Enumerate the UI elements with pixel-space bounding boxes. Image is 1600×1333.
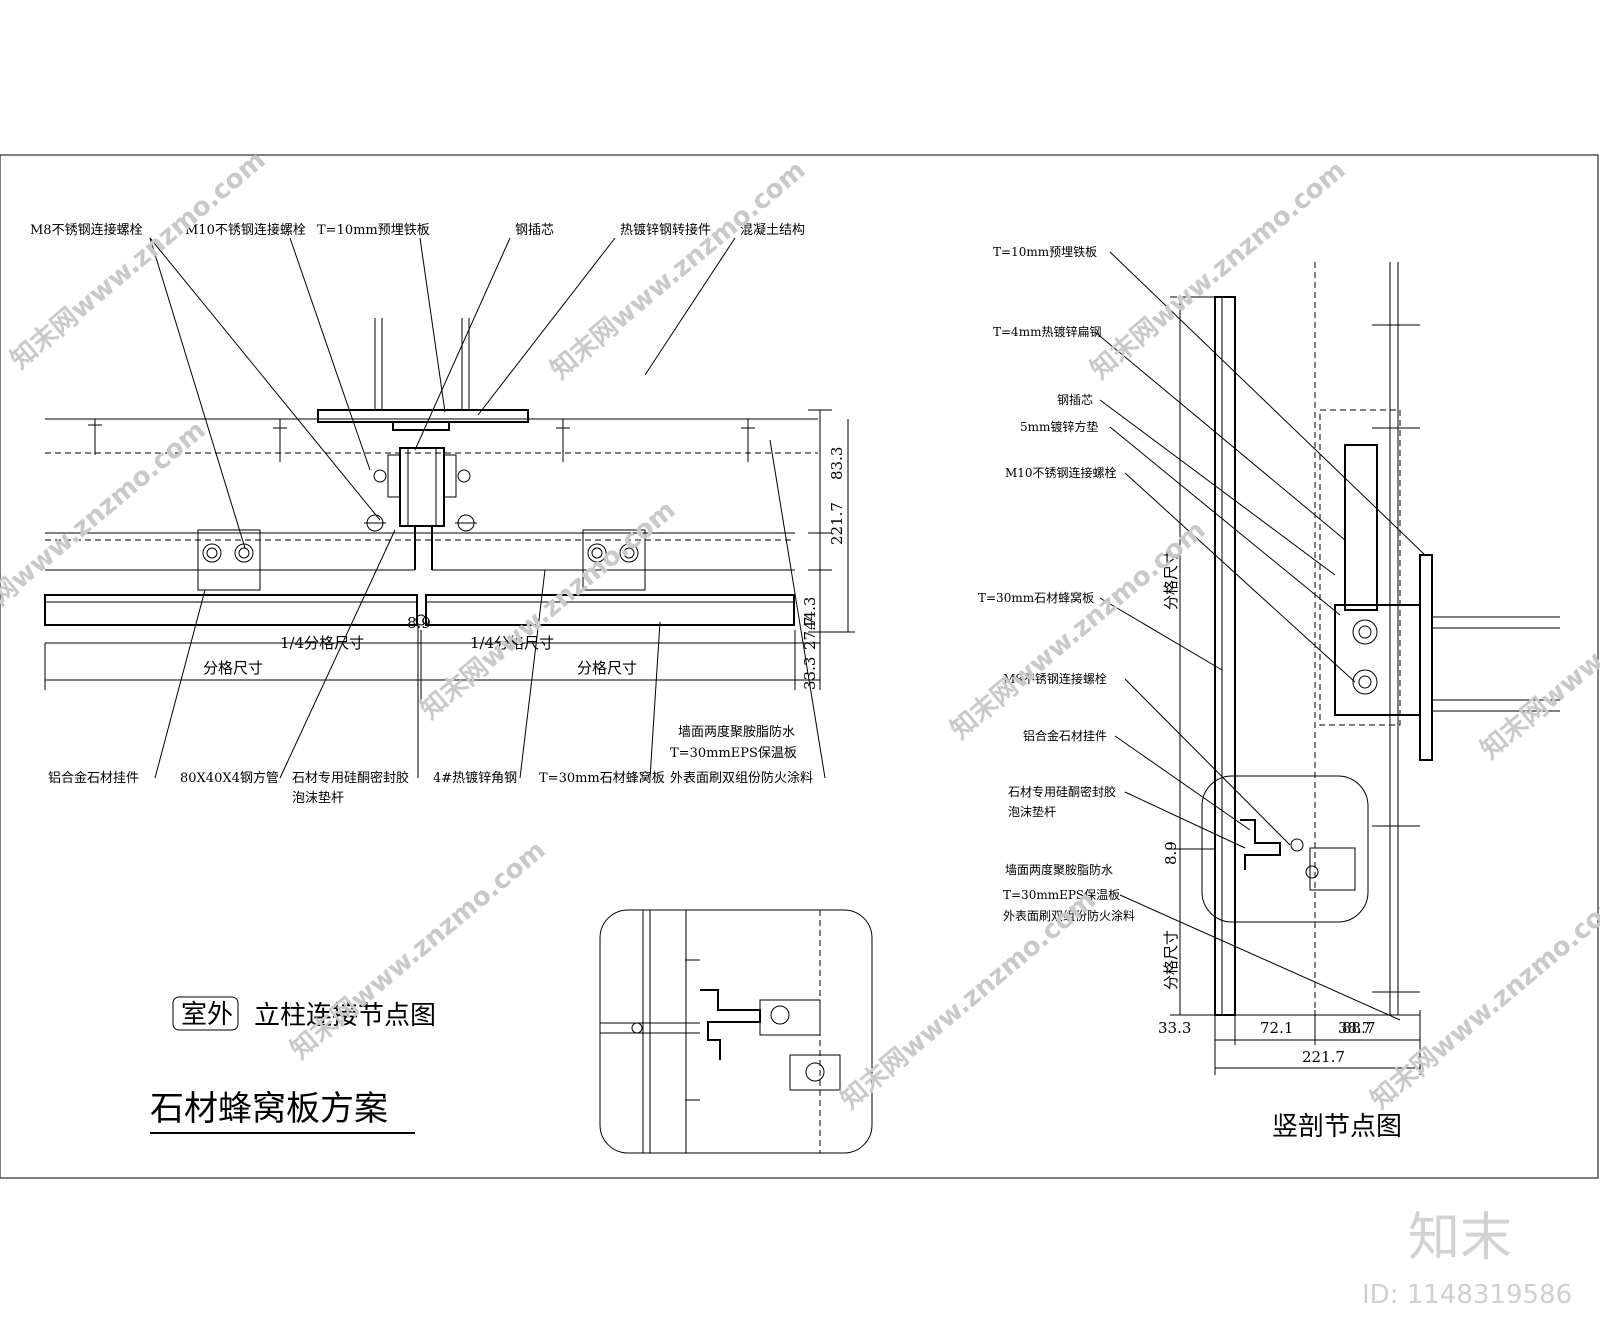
image-id: ID: 1148319586 bbox=[1362, 1280, 1572, 1310]
label-embed-plate: T=10mm预埋铁板 bbox=[317, 223, 430, 238]
right-dims: 分格尺寸 分格尺寸 8.9 33.3 72.1 38.7 88.7 221.7 bbox=[1158, 550, 1375, 1066]
label-steel-tube: 80X40X4钢方管 bbox=[180, 770, 279, 786]
left-leaders-bottom bbox=[154, 439, 826, 779]
label-galvanized-connector: 热镀锌钢转接件 bbox=[620, 222, 711, 238]
watermarks: 知末网www.znzmo.com 知末网www.znzmo.com 知末网www… bbox=[0, 145, 1600, 1115]
label-m8-bolt: M8不锈钢连接螺栓 bbox=[30, 222, 143, 238]
left-plan-view bbox=[44, 318, 855, 700]
watermark-5: 知末网www.znzmo.com bbox=[415, 495, 681, 725]
label-concrete: 混凝土结构 bbox=[740, 222, 805, 238]
watermark-3: 知末网www.znzmo.com bbox=[1085, 155, 1351, 385]
right-section-view bbox=[1170, 262, 1560, 1075]
watermark-2: 知末网www.znzmo.com bbox=[545, 155, 811, 385]
dim-module-right: 分格尺寸 bbox=[577, 659, 637, 677]
watermark-9: 知末网www.znzmo.com bbox=[835, 885, 1101, 1115]
watermark-4: 知末网www.znzmo.com bbox=[0, 415, 211, 645]
label-fireproof: 外表面刷双组份防火涂料 bbox=[670, 770, 813, 786]
drawing-title: 石材蜂窝板方案 bbox=[150, 1089, 388, 1129]
r-dim-gap: 8.9 bbox=[1162, 841, 1180, 865]
label-waterproof: 墙面两度聚胺脂防水 bbox=[678, 724, 795, 740]
label-eps: T=30mmEPS保温板 bbox=[670, 746, 797, 761]
label-m10-bolt: M10不锈钢连接螺栓 bbox=[185, 222, 306, 238]
left-labels-bottom: 铝合金石材挂件 80X40X4钢方管 石材专用硅酮密封胶 泡沫垫杆 4#热镀锌角… bbox=[48, 724, 813, 806]
label-angle-steel: 4#热镀锌角钢 bbox=[433, 770, 517, 786]
brand-logo: 知末 bbox=[1408, 1208, 1512, 1268]
dim-v3: 44.3 bbox=[801, 597, 819, 630]
r-label-al-hanger: 铝合金石材挂件 bbox=[1023, 728, 1107, 743]
r-label-m10-bolt: M10不锈钢连接螺栓 bbox=[1005, 465, 1117, 480]
r-label-steel-core: 钢插芯 bbox=[1057, 393, 1093, 407]
caption-column-node: 立柱连接节点图 bbox=[254, 1001, 436, 1031]
dim-v1: 83.3 bbox=[828, 447, 846, 480]
r-label-embed-plate: T=10mm预埋铁板 bbox=[993, 245, 1097, 259]
left-dims: 8.9 1/4分格尺寸 1/4分格尺寸 分格尺寸 分格尺寸 83.3 221.7… bbox=[203, 447, 846, 690]
caption-section-node: 竖剖节点图 bbox=[1272, 1112, 1402, 1142]
dim-v4: 33.3 bbox=[801, 657, 819, 690]
r-label-m8-bolt: M8不锈钢连接螺栓 bbox=[1003, 671, 1107, 686]
r-dim-total: 221.7 bbox=[1302, 1048, 1345, 1066]
watermark-6: 知末网www.znzmo.com bbox=[945, 515, 1211, 745]
dim-quarter-left: 1/4分格尺寸 bbox=[280, 634, 364, 652]
dim-gap-left: 8.9 bbox=[407, 614, 431, 632]
left-captions: 室外 立柱连接节点图 石材蜂窝板方案 bbox=[150, 996, 436, 1134]
watermark-7: 知末网www.znzmo.com bbox=[1475, 535, 1600, 765]
r-label-foam-rod: 泡沫垫杆 bbox=[1008, 804, 1056, 819]
drawing-frame bbox=[0, 154, 1599, 1179]
dim-module-left: 分格尺寸 bbox=[203, 659, 263, 677]
dim-v5: 27.7 bbox=[801, 617, 819, 650]
r-label-eps: T=30mmEPS保温板 bbox=[1003, 888, 1120, 902]
r-dim-b3: 38.7 bbox=[1338, 1019, 1371, 1037]
r-dim-b1: 33.3 bbox=[1158, 1019, 1191, 1037]
label-al-hanger: 铝合金石材挂件 bbox=[48, 770, 139, 786]
r-label-waterproof: 墙面两度聚胺脂防水 bbox=[1005, 862, 1113, 877]
right-labels: T=10mm预埋铁板 T=4mm热镀锌扁钢 钢插芯 5mm镀锌方垫 M10不锈钢… bbox=[978, 245, 1135, 923]
label-foam-rod: 泡沫垫杆 bbox=[292, 790, 344, 806]
watermark-10: 知末网www.znzmo.com bbox=[1365, 885, 1600, 1115]
right-leaders bbox=[1094, 251, 1426, 1021]
r-label-washer: 5mm镀锌方垫 bbox=[1020, 419, 1098, 434]
label-steel-core: 钢插芯 bbox=[515, 223, 554, 238]
left-leaders-top bbox=[149, 237, 736, 549]
label-silicone: 石材专用硅酮密封胶 bbox=[292, 770, 409, 786]
r-dim-b4: 88.7 bbox=[1342, 1019, 1375, 1037]
detail-bubble bbox=[599, 909, 873, 1154]
r-dim-module-bottom: 分格尺寸 bbox=[1162, 930, 1180, 990]
r-dim-module-top: 分格尺寸 bbox=[1162, 550, 1180, 610]
r-label-silicone: 石材专用硅酮密封胶 bbox=[1008, 784, 1116, 799]
watermark-1: 知末网www.znzmo.com bbox=[5, 145, 271, 375]
left-labels-top: M8不锈钢连接螺栓 M10不锈钢连接螺栓 T=10mm预埋铁板 钢插芯 热镀锌钢… bbox=[30, 222, 805, 238]
dim-quarter-right: 1/4分格尺寸 bbox=[470, 634, 554, 652]
r-dim-b2: 72.1 bbox=[1260, 1019, 1293, 1037]
r-label-fireproof: 外表面刷双组份防火涂料 bbox=[1003, 908, 1135, 923]
dim-v2: 221.7 bbox=[828, 502, 846, 545]
tag-outdoor: 室外 bbox=[181, 1000, 233, 1030]
label-honeycomb-panel: T=30mm石材蜂窝板 bbox=[539, 770, 665, 786]
r-label-flat-steel: T=4mm热镀锌扁钢 bbox=[993, 325, 1101, 339]
r-label-honeycomb: T=30mm石材蜂窝板 bbox=[978, 590, 1094, 605]
